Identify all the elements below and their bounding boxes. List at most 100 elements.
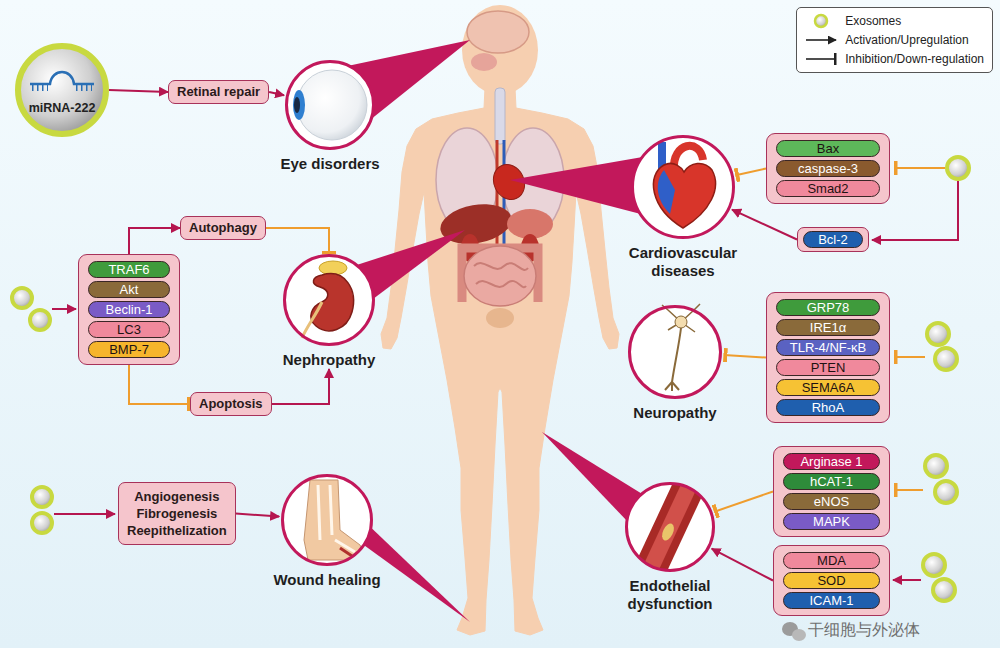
node-label: IRE1α bbox=[777, 320, 879, 335]
node-label: Beclin-1 bbox=[89, 302, 169, 317]
legend-text: Activation/Upregulation bbox=[845, 33, 968, 47]
inhibition-arrow bbox=[724, 355, 766, 358]
circle-ring bbox=[630, 307, 721, 398]
marker-pill: IRE1α bbox=[776, 319, 880, 336]
node-label: Retinal repair bbox=[177, 84, 260, 100]
exosome bbox=[935, 481, 957, 503]
node-label: Autophagy bbox=[189, 220, 257, 236]
marker-group: TRAF6AktBeclin-1LC3BMP-7 bbox=[78, 254, 180, 365]
node-label: LC3 bbox=[89, 322, 169, 337]
eyeball bbox=[297, 70, 367, 140]
node-label: ICAM-1 bbox=[784, 593, 879, 608]
exosome bbox=[925, 455, 947, 477]
node-label: Eye disorders bbox=[265, 155, 395, 173]
wound bbox=[340, 548, 352, 556]
marker-pill: GRP78 bbox=[776, 299, 880, 316]
exosome bbox=[30, 310, 50, 330]
marker-pill: SOD bbox=[783, 572, 880, 589]
node-label: Neuropathy bbox=[610, 404, 740, 422]
kidney bbox=[311, 274, 354, 331]
organ-circle: Endothelial dysfunction bbox=[605, 482, 735, 613]
node-label: miRNA-222 bbox=[15, 43, 109, 115]
organ-disk bbox=[632, 136, 734, 238]
node-label: MDA bbox=[784, 553, 879, 568]
heart-chamber bbox=[658, 170, 675, 214]
marker-group: Arginase 1hCAT-1eNOSMAPK bbox=[773, 446, 890, 537]
node-label: Wound healing bbox=[262, 571, 392, 589]
organ-disk bbox=[629, 306, 721, 398]
marker-pill: Smad2 bbox=[776, 180, 880, 197]
circle-ring bbox=[287, 62, 374, 149]
node-label: Arginase 1 bbox=[784, 454, 879, 469]
node-label: hCAT-1 bbox=[784, 474, 879, 489]
trachea bbox=[495, 88, 505, 144]
ureter bbox=[302, 302, 322, 338]
activation-line bbox=[52, 308, 76, 310]
plaque bbox=[660, 522, 677, 543]
process-box: Retinal repair bbox=[168, 80, 269, 104]
process-box: Autophagy bbox=[180, 216, 266, 240]
body-left bbox=[381, 86, 500, 635]
node-label: Akt bbox=[89, 282, 169, 297]
exosome-sample bbox=[815, 15, 827, 27]
circle-outline bbox=[281, 474, 373, 566]
legend-text: Exosomes bbox=[845, 14, 901, 28]
circle-ring bbox=[627, 484, 714, 571]
marker-pill: PTEN bbox=[776, 359, 880, 376]
inhibition-arrow bbox=[266, 228, 329, 254]
iris bbox=[293, 90, 305, 120]
node-label: BMP-7 bbox=[89, 342, 169, 357]
activation-arrow bbox=[272, 369, 329, 404]
legend-box: ExosomesActivation/UpregulationInhibitio… bbox=[796, 7, 993, 73]
organ-circle: Neuropathy bbox=[610, 305, 740, 422]
organ-circle: Wound healing bbox=[262, 474, 392, 589]
legend-row: Exosomes bbox=[803, 11, 984, 30]
marker-group: MDA SOD ICAM-1 bbox=[773, 545, 890, 616]
activation-line bbox=[54, 513, 115, 515]
foot-bones bbox=[318, 485, 355, 552]
pupil bbox=[294, 97, 300, 113]
node-label: Cardiovascular diseases bbox=[618, 244, 748, 280]
node-label: GRP78 bbox=[777, 300, 879, 315]
circle-outline bbox=[285, 60, 375, 150]
marker-box: Bcl-2 bbox=[797, 227, 869, 252]
node-label: TLR-4/NF-κB bbox=[777, 340, 879, 355]
line-sample bbox=[806, 58, 836, 60]
heart bbox=[653, 163, 715, 228]
marker-pill: eNOS bbox=[783, 493, 880, 510]
exosome-disk bbox=[18, 46, 106, 134]
node-label: RhoA bbox=[777, 400, 879, 415]
exosome bbox=[933, 579, 955, 601]
activation-arrow bbox=[109, 90, 168, 92]
watermark-icon bbox=[792, 629, 806, 641]
legend-swatch bbox=[803, 51, 839, 67]
marker-pill: caspase-3 bbox=[776, 160, 880, 177]
node-label: Nephropathy bbox=[264, 351, 394, 369]
head bbox=[462, 5, 538, 95]
marker-pill: BMP-7 bbox=[88, 341, 170, 358]
circle-outline bbox=[628, 305, 722, 399]
circle-ring bbox=[283, 476, 372, 565]
marker-pill: Bax bbox=[776, 140, 880, 157]
marker-group: Bax caspase-3Smad2 bbox=[766, 133, 890, 204]
marker-pill: Akt bbox=[88, 281, 170, 298]
activation-arrow bbox=[712, 549, 773, 581]
exosome bbox=[927, 323, 949, 345]
rna-bases bbox=[32, 85, 92, 91]
circle-outline bbox=[283, 254, 375, 346]
inhibition-line bbox=[894, 489, 923, 491]
small-intestine bbox=[464, 246, 536, 306]
legend-text: Inhibition/Down-regulation bbox=[845, 52, 984, 66]
marker-pill: Arginase 1 bbox=[783, 453, 880, 470]
exosome bbox=[32, 513, 52, 533]
node-label: Angiogenesis Fibrogenesis Reepithelizati… bbox=[127, 488, 227, 539]
exosome bbox=[947, 157, 969, 179]
circle-outline bbox=[15, 43, 109, 137]
node-label: TRAF6 bbox=[89, 262, 169, 277]
inhibition-arrow bbox=[714, 492, 773, 512]
circle-ring bbox=[633, 137, 734, 238]
inhibition-line bbox=[894, 356, 925, 358]
circle-outline bbox=[631, 135, 735, 239]
bladder bbox=[486, 308, 514, 328]
